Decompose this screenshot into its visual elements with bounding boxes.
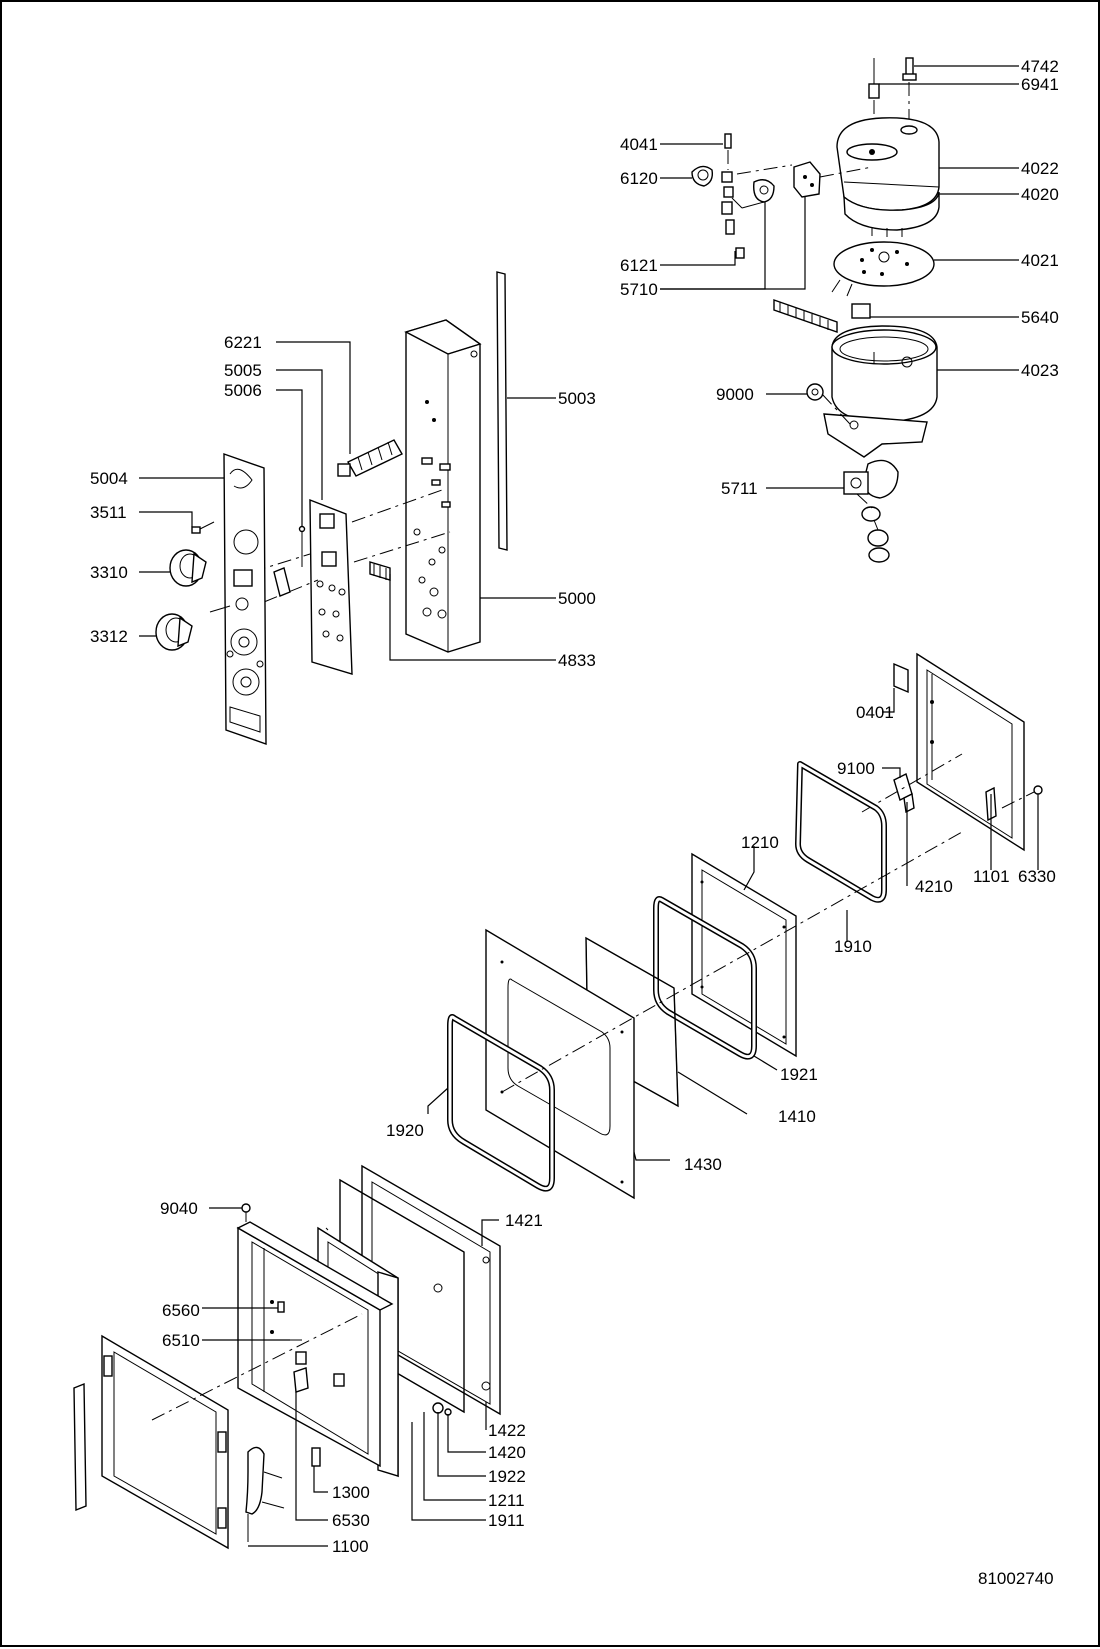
callout-4833: 4833 [558,651,596,670]
callout-1211: 1211 [488,1491,525,1510]
callout-1920: 1920 [386,1121,424,1140]
callout-6560: 6560 [162,1301,200,1320]
callout-6941: 6941 [1021,75,1059,94]
latch-1300 [311,1447,321,1467]
gasket-strip-5003 [496,271,508,551]
sensor-assembly-6120-6121 [691,133,775,259]
control-panel-assembly [155,271,508,745]
callout-5000: 5000 [558,589,596,608]
panel-housing-5000 [404,319,482,653]
callout-4210: 4210 [915,877,953,896]
callout-1210: 1210 [741,833,779,852]
screw-3511 [191,521,215,534]
callout-5003: 5003 [558,389,596,408]
callout-3511: 3511 [90,503,127,522]
callout-1410: 1410 [778,1107,816,1126]
outer-door-assembly [447,652,1043,1200]
leader-lines [139,65,1039,1547]
callout-1422: 1422 [488,1421,526,1440]
callout-3312: 3312 [90,627,128,646]
callout-6221: 6221 [224,333,262,352]
boiler-plate-4021 [831,241,935,297]
callout-5711: 5711 [721,479,758,498]
callout-1420: 1420 [488,1443,526,1462]
boiler-body-4020 [843,191,940,237]
callout-4022: 4022 [1021,159,1059,178]
callout-1300: 1300 [332,1483,370,1502]
knob-3312 [155,613,193,651]
door-frame-right [893,652,1043,852]
probe-6941 [868,58,880,99]
callout-1100: 1100 [332,1537,369,1556]
inner-door-panel-1430 [485,928,635,1200]
callout-5640: 5640 [1021,308,1059,327]
circuit-board-5005 [309,498,353,675]
callout-1911: 1911 [488,1511,525,1530]
outer-door-cover [101,1334,229,1550]
rotary-switch-6221 [337,439,403,477]
callout-1922: 1922 [488,1467,526,1486]
callout-9040: 9040 [160,1199,198,1218]
boiler-cover-4022 [836,117,940,211]
connector-4833 [369,561,391,581]
door-main-frame [236,1221,394,1468]
callout-5004: 5004 [90,469,128,488]
callout-4023: 4023 [1021,361,1059,380]
screw-9040 [241,1203,251,1222]
gasket-1921 [653,896,757,1060]
callout-4742: 4742 [1021,57,1059,76]
callout-labels: 4742 6941 4041 6120 4022 4020 6121 4021 … [90,57,1059,1556]
handle-1100 [245,1446,285,1542]
front-door-assembly [73,1164,501,1550]
bowl-bracket [823,413,928,458]
callout-6121: 6121 [620,256,658,275]
callout-1101: 1101 [973,867,1010,886]
pressure-switch-5710 [793,161,821,198]
callout-1921: 1921 [780,1065,818,1084]
callout-1421: 1421 [505,1211,543,1230]
nut-9000 [806,383,824,401]
front-panel-5004 [223,453,267,745]
document-number: 81002740 [978,1569,1054,1588]
solenoid-valve-5711 [843,459,899,563]
callout-1430: 1430 [684,1155,722,1174]
callout-0401: 0401 [856,703,894,722]
callout-9000: 9000 [716,385,754,404]
pin-5006 [298,525,306,567]
callout-6510: 6510 [162,1331,200,1350]
fitting-4742 [902,57,917,81]
callout-1910: 1910 [834,937,872,956]
steam-generator-assembly [691,57,940,563]
callout-6530: 6530 [332,1511,370,1530]
boiler-bowl-4023 [831,325,938,423]
callout-6120: 6120 [620,169,658,188]
callout-5005: 5005 [224,361,262,380]
callout-9100: 9100 [837,759,875,778]
side-strip [73,1382,87,1512]
callout-6330: 6330 [1018,867,1056,886]
callout-5006: 5006 [224,381,262,400]
terminal-block-5640 [773,299,871,333]
parts-6560-6510 [277,1301,302,1341]
callout-5710: 5710 [620,280,658,299]
callout-3310: 3310 [90,563,128,582]
callout-4021: 4021 [1021,251,1059,270]
callout-4020: 4020 [1021,185,1059,204]
callout-4041: 4041 [620,135,658,154]
knob-3310 [169,549,207,587]
gasket-1920 [447,1014,555,1192]
gasket-1910 [795,761,887,903]
